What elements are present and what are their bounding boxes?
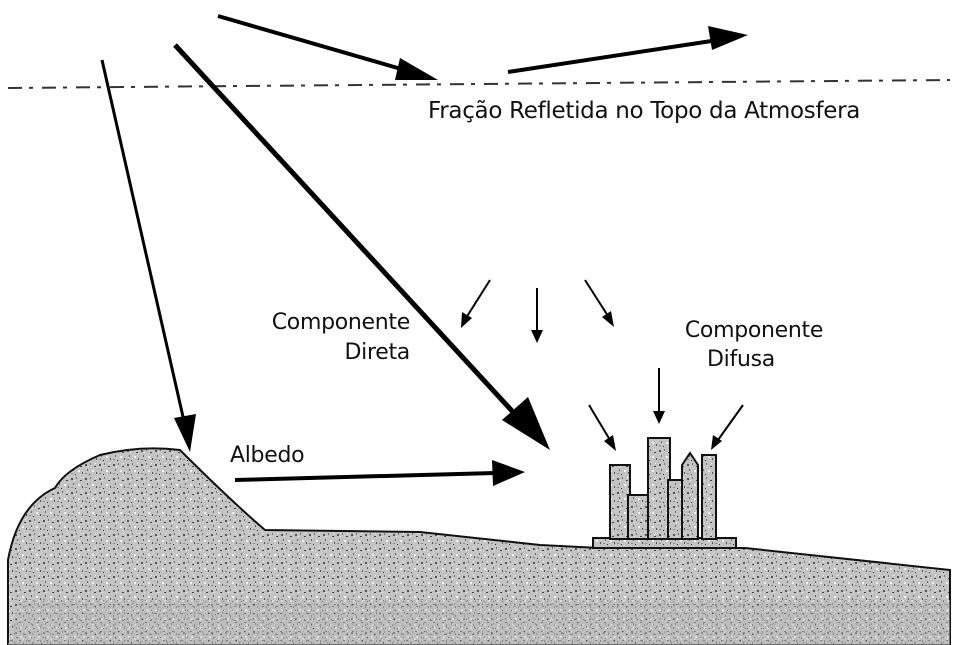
arrows (100, 14, 748, 486)
atmosphere-top-line (7, 79, 951, 89)
albedo-arrowhead (492, 460, 525, 486)
reflected-top-arrow (507, 38, 719, 74)
diffuse-arrowhead-5 (653, 411, 665, 424)
albedo-label: Albedo (230, 443, 304, 468)
diffuse-arrow-1 (465, 279, 491, 319)
ground-texture-overlay (8, 600, 950, 645)
diffuse-component-label-line2: Difusa (707, 347, 775, 372)
diffuse-arrowhead-3 (602, 311, 614, 327)
mountain-arrowhead (174, 414, 196, 452)
direct-component-label-line2: Direta (345, 340, 410, 365)
diffuse-arrowhead-2 (531, 330, 543, 343)
diffuse-arrow-6 (717, 404, 744, 441)
direct-component-label-line1: Componente (272, 310, 410, 335)
diffuse-arrowhead-4 (604, 435, 616, 451)
diffuse-arrowhead-1 (461, 312, 472, 328)
incoming-top-arrowhead (395, 58, 438, 80)
albedo-arrow (234, 471, 496, 482)
ground-terrain (7, 447, 951, 645)
direct-arrow (173, 43, 527, 427)
diffuse-arrow-4 (588, 404, 611, 441)
reflected-top-arrowhead (708, 26, 748, 50)
city-buildings (592, 437, 737, 549)
diffuse-arrowhead-6 (711, 435, 722, 450)
diffuse-arrow-3 (584, 279, 609, 317)
top-reflected-label: Fração Refletida no Topo da Atmosfera (428, 98, 860, 124)
diffuse-component-label-line1: Componente (685, 318, 823, 343)
mountain-arrow (100, 59, 188, 431)
incoming-top-arrow (217, 14, 416, 75)
direct-arrowhead (502, 397, 550, 450)
